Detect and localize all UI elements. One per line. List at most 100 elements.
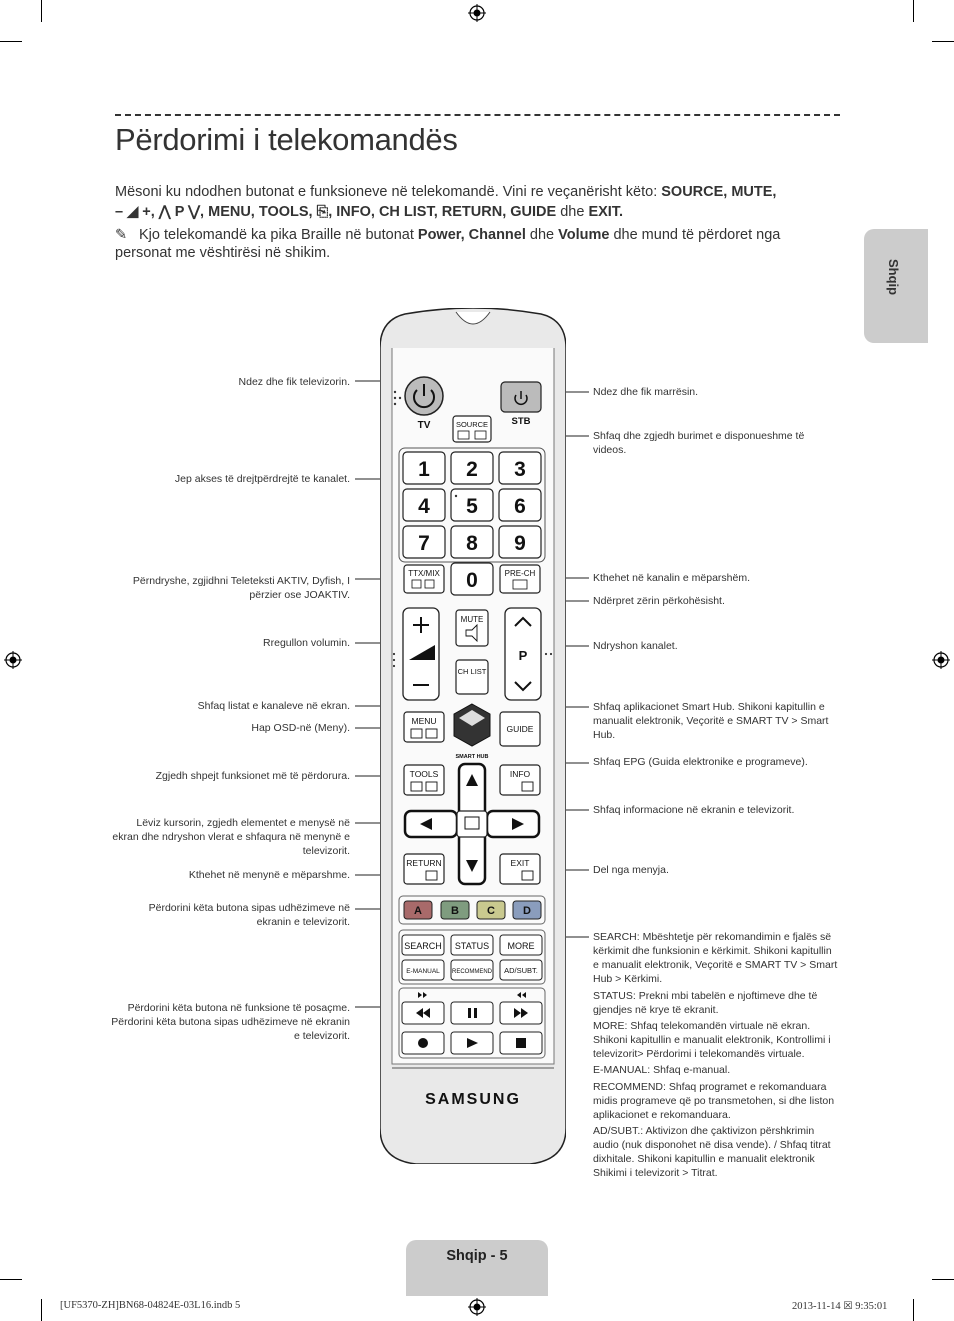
label-power-tv: Ndez dhe fik televizorin. xyxy=(238,376,350,388)
label-block-status: STATUS: Prekni mbi tabelën e njoftimeve … xyxy=(593,990,818,1016)
label-volume: Rregullon volumin. xyxy=(263,637,350,649)
crop-mark xyxy=(932,41,954,42)
digit-1: 1 xyxy=(418,458,430,481)
digit-7: 7 xyxy=(418,532,430,555)
crop-mark xyxy=(0,41,22,42)
more-label: MORE xyxy=(508,941,535,951)
power-icon xyxy=(413,384,435,409)
mute-icon xyxy=(465,623,478,643)
note-text: Kjo telekomandë ka pika Braille në buton… xyxy=(139,227,418,243)
label-return: Kthehet në menynë e mëparshme. xyxy=(188,869,350,881)
digit-4: 4 xyxy=(418,495,430,518)
remote-control-illustration: TV STB SOURCE 1 2 3 4 5 6 7 8 9 0 TTX/MI… xyxy=(380,308,566,1164)
braille-note: ✎ Kjo telekomandë ka pika Braille në buto… xyxy=(115,226,840,262)
menu-label: MENU xyxy=(411,716,436,726)
source-label: SOURCE xyxy=(456,420,488,429)
footer-file-info: [UF5370-ZH]BN68-04824E-03L16.indb 5 xyxy=(60,1300,241,1311)
intro-exit: EXIT. xyxy=(588,204,624,220)
digit-3: 3 xyxy=(514,458,526,481)
status-label: STATUS xyxy=(455,941,489,951)
page-number: Shqip - 5 xyxy=(446,1248,508,1264)
crop-mark xyxy=(41,1299,42,1321)
label-block-more: MORE: Shfaq telekomandën virtuale në ekr… xyxy=(593,1020,831,1060)
dpad xyxy=(403,762,541,886)
label-power-stb: Ndez dhe fik marrësin. xyxy=(593,386,699,398)
label-smarthub: Shfaq aplikacionet Smart Hub. Shikoni ka… xyxy=(593,701,829,741)
color-key-d: D xyxy=(523,905,531,917)
smart-hub-icon xyxy=(453,703,491,747)
exit-label: EXIT xyxy=(511,858,530,868)
label-block-adsubt: AD/SUBT.: Aktivizon dhe çaktivizon përsh… xyxy=(593,1125,831,1179)
label-navigation: Lëviz kursorin, zgjedh elementet e menys… xyxy=(112,817,350,857)
chlist-label: CH LIST xyxy=(458,667,487,676)
braille-dots xyxy=(393,390,402,406)
arrow-right-icon xyxy=(512,818,524,830)
tools-label: TOOLS xyxy=(410,769,439,779)
digit-9: 9 xyxy=(514,532,526,555)
note-keys: Power, Channel xyxy=(417,227,526,243)
label-channel: Ndryshon kanalet. xyxy=(593,640,678,652)
label-mute: Ndërpret zërin përkohësisht. xyxy=(593,595,725,607)
intro-keys: SOURCE, MUTE, xyxy=(661,184,777,200)
language-side-tab: Shqip xyxy=(864,229,928,343)
label-source: Shfaq dhe zgjedh burimet e disponueshme … xyxy=(593,430,805,456)
page-number-tab: Shqip - 5 xyxy=(406,1240,548,1296)
label-block-search: SEARCH: Mbështetje për rekomandimin e fj… xyxy=(593,931,838,985)
info-label: INFO xyxy=(510,769,531,779)
note-mid: dhe xyxy=(525,227,559,243)
title-divider xyxy=(115,114,840,116)
channel-p-label: P xyxy=(519,648,528,663)
stb-power-icon xyxy=(514,391,528,405)
label-prech: Kthehet në kanalin e mëparshëm. xyxy=(593,572,751,584)
label-block-recommend: RECOMMEND: Shfaq programet e rekomanduar… xyxy=(593,1081,835,1121)
adsubt-label: AD/SUBT. xyxy=(504,966,538,975)
intro-keys-2: – ◢ +, ⋀ P ⋁, MENU, TOOLS, ⎘, INFO, CH L… xyxy=(115,204,557,220)
crop-mark xyxy=(913,0,914,22)
return-label: RETURN xyxy=(406,858,441,868)
label-block-emanual: E-MANUAL: Shfaq e-manual. xyxy=(593,1064,731,1076)
label-info: Shfaq informacione në ekranin e televizo… xyxy=(593,804,795,816)
registration-mark-icon xyxy=(468,4,486,22)
crop-mark xyxy=(913,1299,914,1321)
smarthub-label: SMART HUB xyxy=(456,754,489,760)
rewind-icon xyxy=(416,1008,430,1018)
braille-dots xyxy=(392,652,396,668)
emanual-label: E-MANUAL xyxy=(406,968,440,975)
label-ttx: Përndryshe, zgjidhni Teleteksti AKTIV, D… xyxy=(132,575,350,601)
label-guide: Shfaq EPG (Guida elektronike e programev… xyxy=(593,756,808,768)
enter-icon xyxy=(464,816,480,830)
digit-8: 8 xyxy=(466,532,478,555)
crop-mark xyxy=(0,1279,22,1280)
arrow-down-icon xyxy=(466,860,478,872)
intro-and: dhe xyxy=(556,204,589,220)
digit-0: 0 xyxy=(466,569,478,592)
crop-mark xyxy=(41,0,42,22)
label-menu: Hap OSD-në (Meny). xyxy=(251,722,350,734)
side-tab-label: Shqip xyxy=(886,259,901,296)
digit-2: 2 xyxy=(466,458,478,481)
label-exit: Del nga menyja. xyxy=(593,864,669,876)
guide-label: GUIDE xyxy=(507,724,534,734)
volume-ramp-icon xyxy=(409,645,435,660)
note-volume: Volume xyxy=(558,227,610,243)
crop-mark xyxy=(932,1279,954,1280)
label-number-keys: Jep akses të drejtpërdrejtë te kanalet. xyxy=(174,473,350,485)
stb-label: STB xyxy=(512,416,531,427)
note-pencil-icon: ✎ xyxy=(115,227,128,243)
registration-mark-icon xyxy=(468,1298,486,1316)
color-key-c: C xyxy=(487,905,495,917)
note-post: dhe mund të përdoret nga personat me vës… xyxy=(115,227,781,261)
arrow-up-icon xyxy=(466,774,478,786)
digit-6: 6 xyxy=(514,495,526,518)
label-tools: Zgjedh shpejt funksionet më të përdorura… xyxy=(155,770,350,782)
play-icon xyxy=(467,1038,478,1048)
footer-timestamp: 2013-11-14 ☒ 9:35:01 xyxy=(792,1301,888,1312)
page-title: Përdorimi i telekomandës xyxy=(115,122,458,157)
tv-label: TV xyxy=(418,420,431,431)
color-key-b: B xyxy=(451,905,459,917)
pause-icon xyxy=(468,1008,477,1018)
search-label: SEARCH xyxy=(404,941,442,951)
recommend-label: RECOMMEND xyxy=(452,969,493,975)
registration-mark-icon xyxy=(932,651,950,669)
intro-text: Mësoni ku ndodhen butonat e funksioneve … xyxy=(115,184,662,200)
